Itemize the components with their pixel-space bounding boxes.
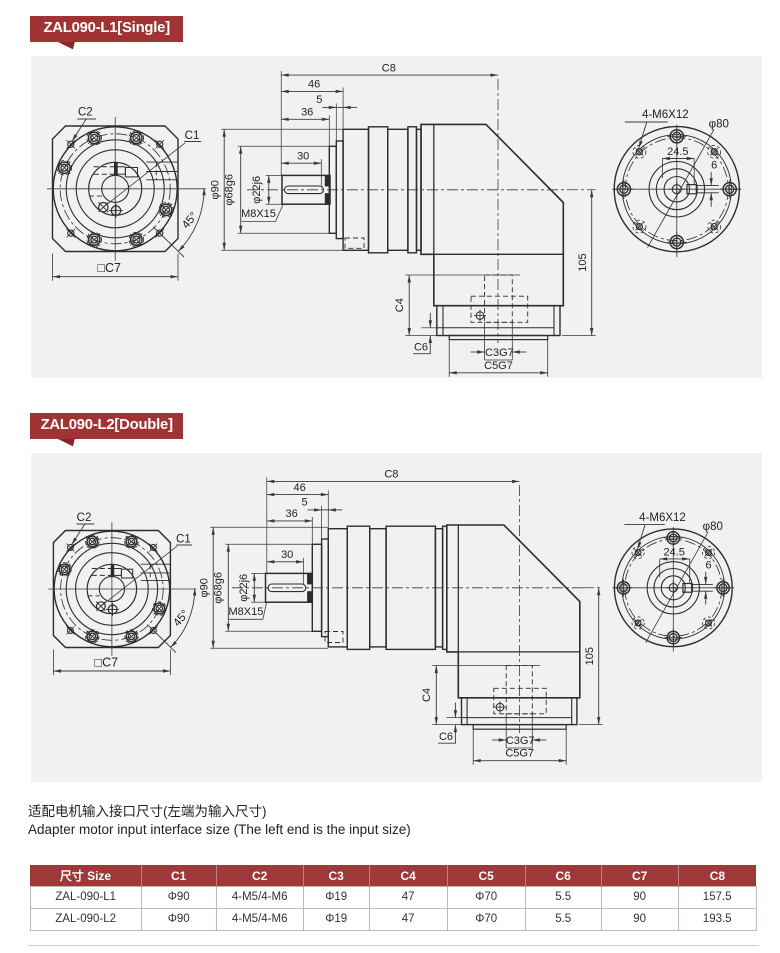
svg-text:30: 30 [281,549,293,561]
svg-text:φ80: φ80 [703,521,723,533]
svg-text:φ68g6: φ68g6 [223,174,235,206]
svg-text:C1: C1 [176,534,191,546]
svg-text:C1: C1 [185,130,200,142]
svg-text:30: 30 [297,150,309,162]
svg-text:5: 5 [316,94,322,106]
svg-text:6: 6 [711,160,717,172]
svg-text:φ90: φ90 [198,578,210,597]
svg-text:M8X15: M8X15 [228,606,263,618]
svg-text:C8: C8 [382,62,396,74]
svg-text:4-M6X12: 4-M6X12 [639,512,686,524]
svg-text:45°: 45° [171,608,191,629]
svg-text:46: 46 [293,482,305,494]
svg-text:□C7: □C7 [97,261,121,275]
svg-text:24.5: 24.5 [667,146,688,158]
svg-text:C5G7: C5G7 [505,748,534,760]
svg-text:□C7: □C7 [95,656,119,670]
svg-text:C4: C4 [421,688,433,702]
svg-text:C2: C2 [78,107,93,119]
svg-text:C3G7: C3G7 [506,735,535,747]
svg-text:φ80: φ80 [709,119,729,131]
svg-text:C6: C6 [439,731,453,743]
svg-text:C4: C4 [394,298,406,312]
svg-text:C5G7: C5G7 [484,360,513,372]
svg-text:C2: C2 [77,512,92,524]
svg-text:5: 5 [302,496,308,508]
svg-text:φ22j6: φ22j6 [251,176,263,204]
svg-text:4-M6X12: 4-M6X12 [642,109,689,121]
svg-text:36: 36 [301,107,313,119]
svg-text:φ90: φ90 [209,180,221,199]
svg-text:φ68g6: φ68g6 [213,572,225,604]
svg-text:105: 105 [584,647,596,665]
svg-text:36: 36 [285,508,297,520]
svg-text:45°: 45° [180,210,200,231]
svg-text:105: 105 [577,253,589,271]
svg-text:6: 6 [705,560,711,572]
svg-text:C6: C6 [414,342,428,354]
svg-text:24.5: 24.5 [663,547,684,559]
svg-text:φ22j6: φ22j6 [238,574,250,602]
svg-text:C8: C8 [384,469,398,481]
svg-text:46: 46 [308,79,320,91]
svg-text:M8X15: M8X15 [241,208,276,220]
svg-text:C3G7: C3G7 [485,347,514,359]
